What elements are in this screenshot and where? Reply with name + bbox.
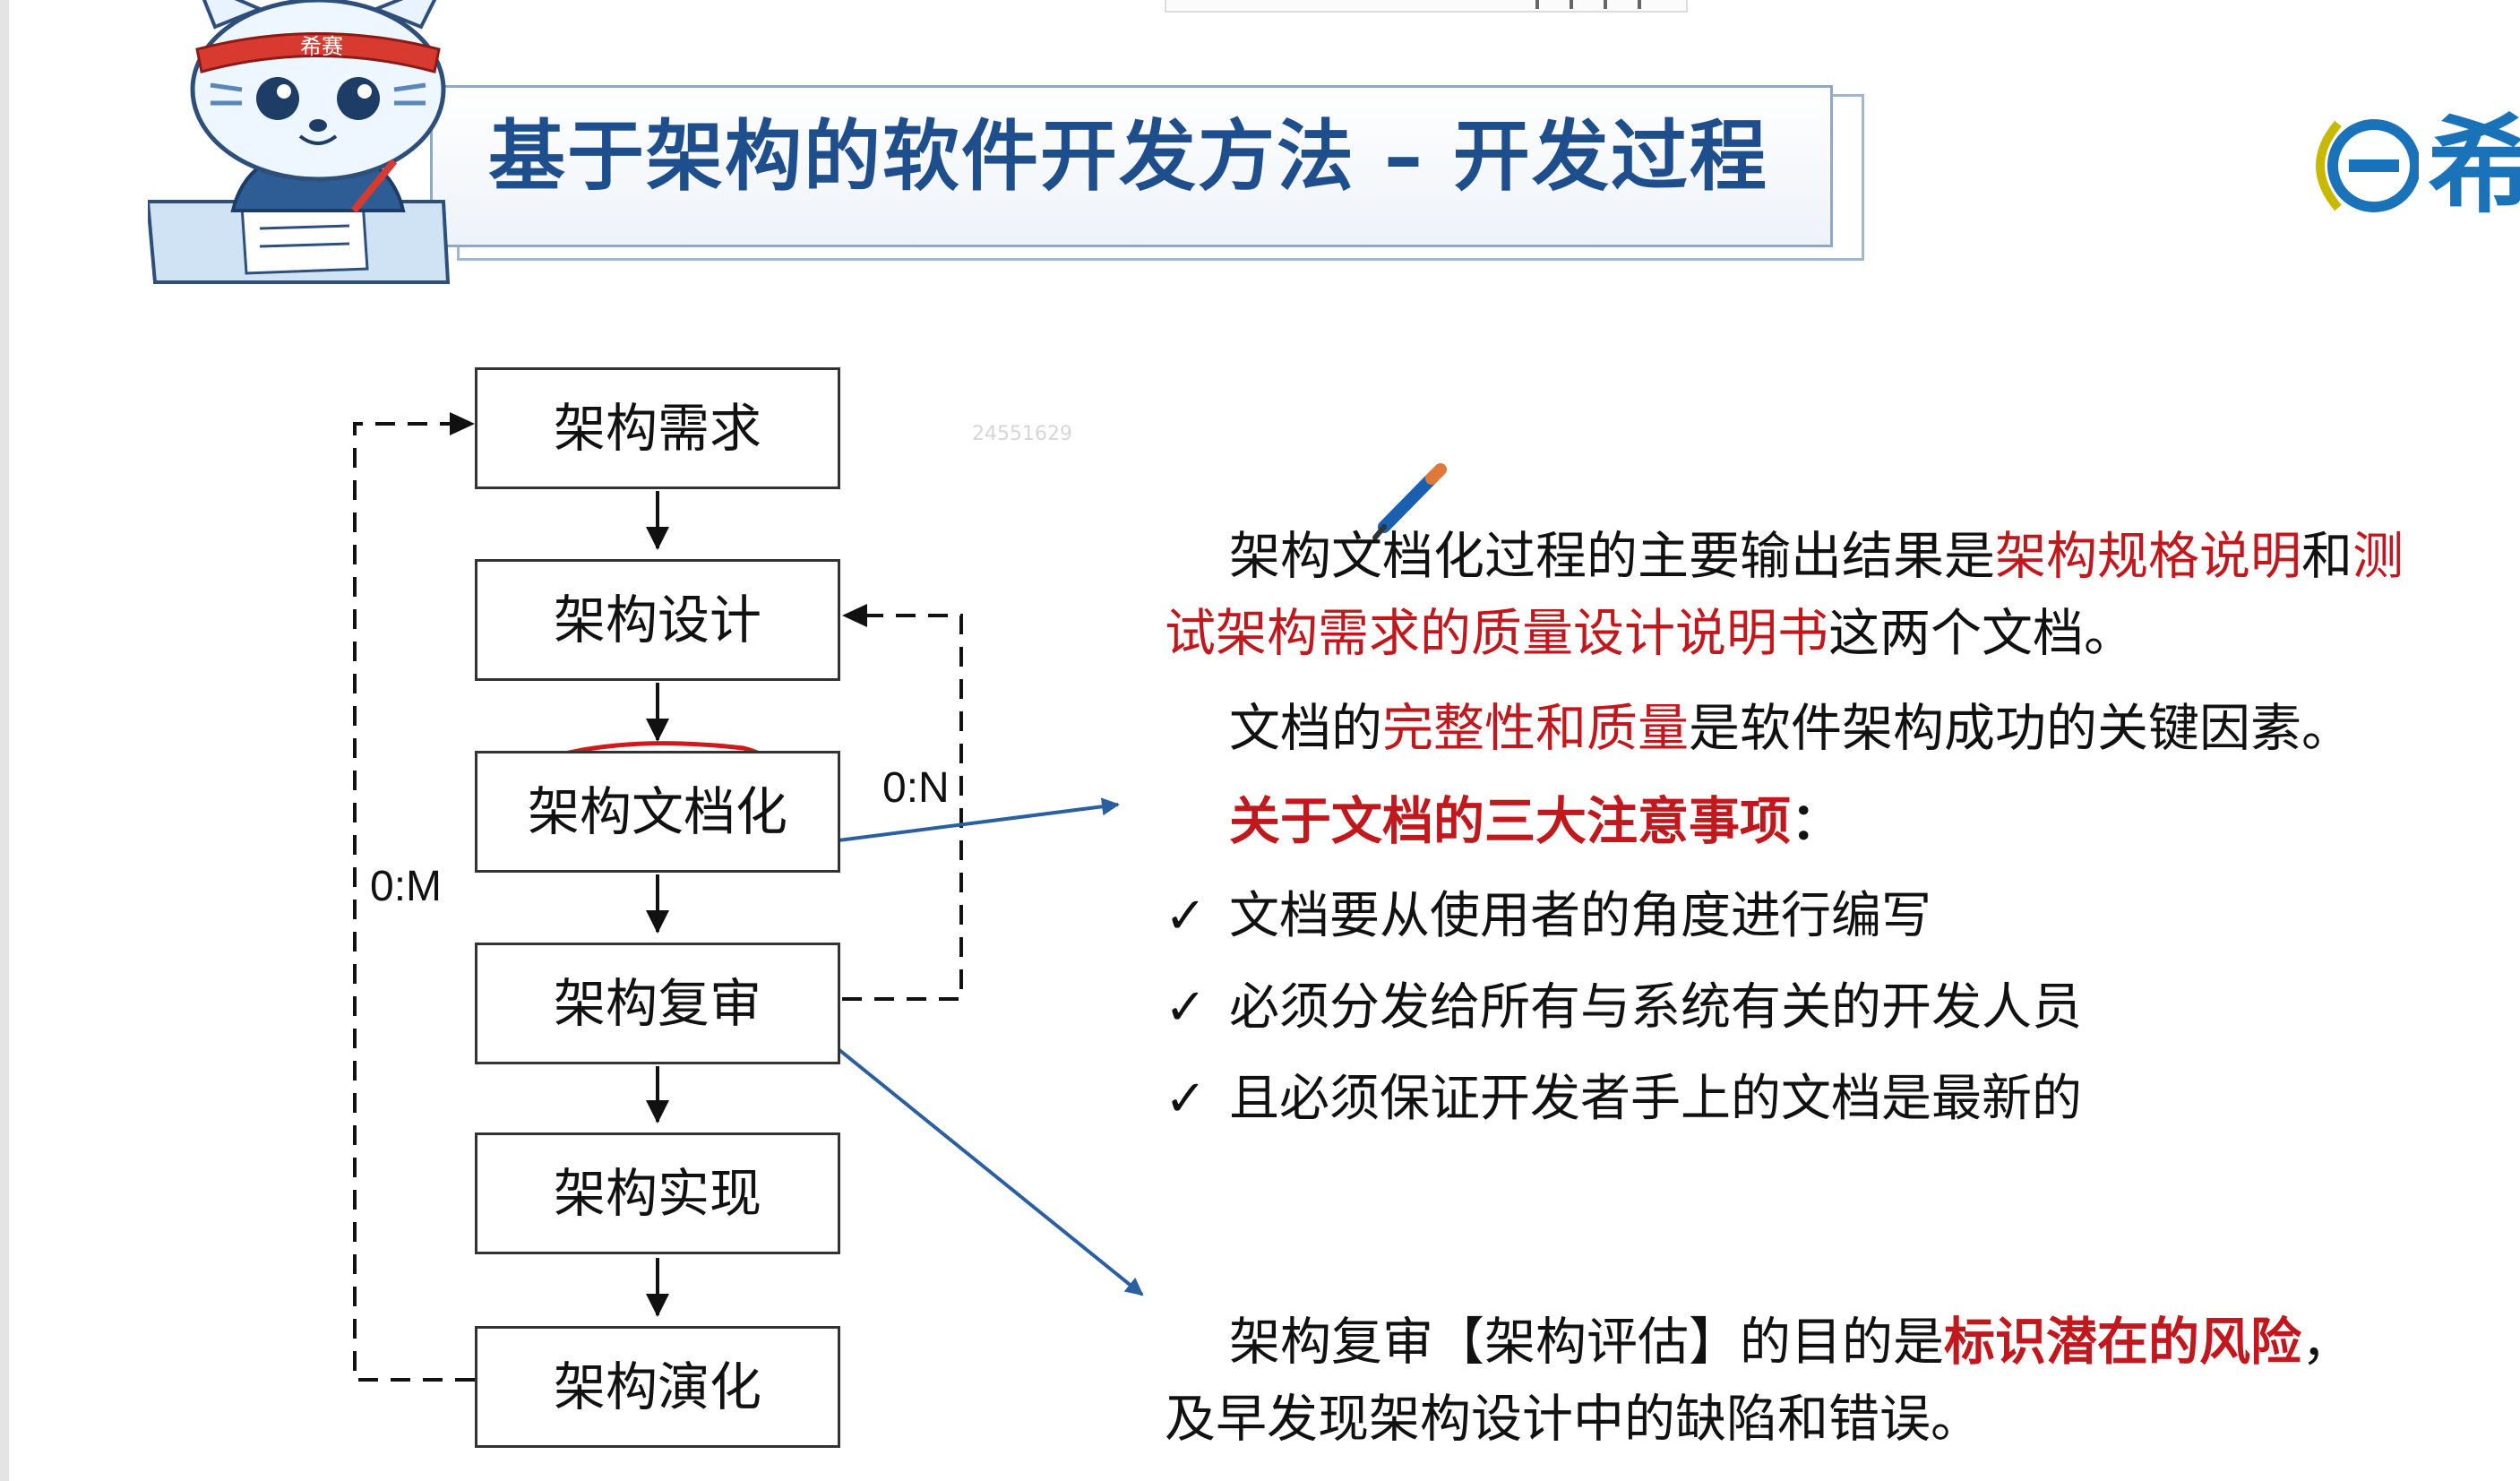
flow-node-implementation: 架构实现 <box>475 1132 840 1254</box>
quality-para-highlight: 完整性和质量 <box>1382 699 1689 758</box>
doc-output-paragraph: 架构文档化过程的主要输出结果是架构规格说明和测试架构需求的质量设计说明书这两个文… <box>1165 518 2437 672</box>
doc-para-highlight-spec: 架构规格说明 <box>1995 527 2301 586</box>
banner-front-panel <box>430 85 1833 247</box>
doc-quality-paragraph: 文档的完整性和质量是软件架构成功的关键因素。 <box>1229 690 2352 767</box>
slide-title: 基于架构的软件开发方法 – 开发过程 <box>488 112 1768 202</box>
flow-node-documentation: 架构文档化 <box>475 751 840 873</box>
flow-node-requirements: 架构需求 <box>475 367 840 489</box>
doc-para-highlight-quality-spec: 测试架构需求的质量设计说明书 <box>1165 527 2404 663</box>
review-para-highlight-risk: 标识潜在的风险 <box>1944 1313 2301 1372</box>
brand-logo: 希 <box>2293 108 2520 224</box>
notes-heading: 关于文档的三大注意事项： <box>1229 783 1842 860</box>
checklist-item: ✓ 且必须保证开发者手上的文档是最新的 <box>1165 1063 2082 1135</box>
quality-para-text-1: 文档的 <box>1229 699 1382 758</box>
notes-heading-text: 关于文档的三大注意事项 <box>1229 792 1791 851</box>
watermark-id: 24551629 <box>972 423 1072 445</box>
flow-node-evolution: 架构演化 <box>475 1326 840 1448</box>
review-para-text-1: 架构复审【架构评估】的目的是 <box>1229 1313 1944 1372</box>
mascot-cat-icon: 希赛 <box>148 0 451 284</box>
notes-heading-colon: ： <box>1791 792 1842 851</box>
pen-cursor-icon <box>1372 463 1447 540</box>
checklist-item-text: 文档要从使用者的角度进行编写 <box>1229 887 1931 945</box>
brand-emblem-icon <box>2316 119 2419 212</box>
title-banner <box>430 85 1864 261</box>
mascot-headband-text: 希赛 <box>300 34 343 59</box>
check-icon: ✓ <box>1165 978 1207 1037</box>
check-icon: ✓ <box>1165 887 1207 945</box>
callout-arrow-review <box>791 1011 1144 1296</box>
checklist-item-text: 必须分发给所有与系统有关的开发人员 <box>1229 978 2082 1037</box>
doc-para-text-1: 架构文档化过程的主要输出结果是 <box>1229 527 1995 586</box>
window-left-edge <box>0 0 9 1481</box>
review-para-text-2: ，及早发现架构设计中的缺陷和错误。 <box>1165 1313 2352 1449</box>
loop-evolution-arrowhead <box>450 412 475 435</box>
checklist-item: ✓ 文档要从使用者的角度进行编写 <box>1165 881 1931 952</box>
loop-review-to-design <box>842 614 963 1001</box>
loop-review-arrowhead <box>842 604 867 627</box>
top-toolbar-ticks <box>1505 0 1648 9</box>
doc-para-text-3: 这两个文档。 <box>1828 604 2135 663</box>
checklist-item-text: 且必须保证开发者手上的文档是最新的 <box>1229 1070 2082 1128</box>
check-icon: ✓ <box>1165 1070 1207 1128</box>
review-purpose-paragraph: 架构复审【架构评估】的目的是标识潜在的风险，及早发现架构设计中的缺陷和错误。 <box>1165 1304 2356 1458</box>
flow-node-design: 架构设计 <box>475 559 840 681</box>
callout-arrow-doc <box>823 797 1120 844</box>
quality-para-text-2: 是软件架构成功的关键因素。 <box>1689 699 2352 758</box>
brand-text: 希 <box>2428 104 2520 228</box>
checklist-item: ✓ 必须分发给所有与系统有关的开发人员 <box>1165 972 2082 1044</box>
loop-label-0m: 0:M <box>370 863 443 910</box>
loop-label-0n: 0:N <box>882 764 950 812</box>
loop-evolution-to-req <box>353 422 475 1382</box>
flow-node-review: 架构复审 <box>475 943 840 1064</box>
doc-para-text-2: 和 <box>2301 527 2352 586</box>
